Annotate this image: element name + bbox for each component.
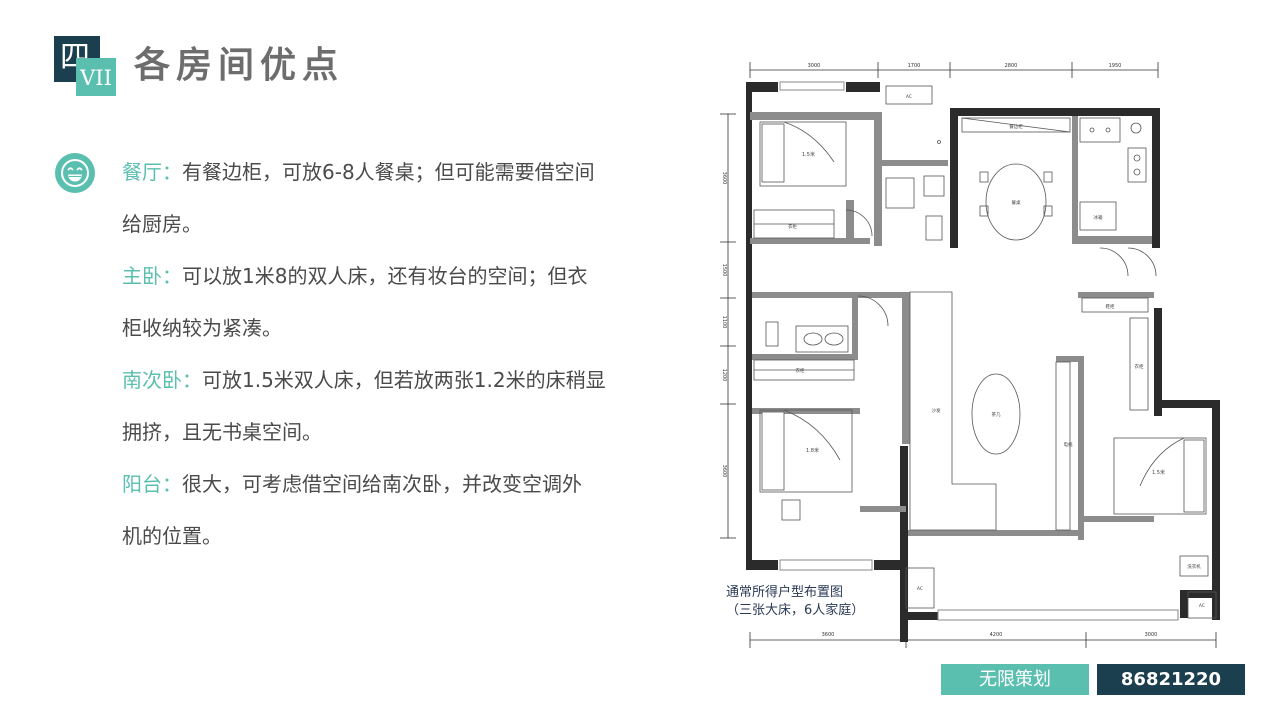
point-dining: 餐厅：有餐边柜，可放6-8人餐桌；但可能需要借空间 给厨房。 bbox=[122, 146, 642, 250]
sideboard-label: 餐边柜 bbox=[1009, 123, 1023, 130]
room-advantages-text: 餐厅：有餐边柜，可放6-8人餐桌；但可能需要借空间 给厨房。 主卧：可以放1米8… bbox=[122, 146, 642, 562]
point-line: 餐厅：有餐边柜，可放6-8人餐桌；但可能需要借空间 bbox=[122, 146, 642, 198]
section-badge: 四 VII bbox=[54, 36, 118, 98]
top-dimensions bbox=[749, 62, 1159, 78]
shoe-cabinet-label: 鞋柜 bbox=[1106, 303, 1115, 310]
point-master-bedroom: 主卧：可以放1米8的双人床，还有妆台的空间；但衣 柜收纳较为紧凑。 bbox=[122, 250, 642, 354]
floor-plan: 3000 1700 2800 1950 3600 1500 1100 1200 … bbox=[720, 62, 1220, 648]
dim-top-3: 2800 bbox=[1005, 63, 1018, 69]
living-room bbox=[909, 291, 1071, 531]
point-line: 给厨房。 bbox=[122, 212, 202, 236]
kitchen bbox=[1079, 117, 1147, 231]
point-label: 餐厅： bbox=[122, 160, 182, 184]
dim-bottom-2: 4200 bbox=[990, 632, 1003, 638]
point-line: 机的位置。 bbox=[122, 524, 222, 548]
point-text: 有餐边柜，可放6-8人餐桌；但可能需要借空间 bbox=[182, 160, 595, 184]
exterior-walls bbox=[746, 82, 1220, 642]
bathroom-upper bbox=[845, 140, 945, 241]
bed-label-upper: 1.5米 bbox=[802, 151, 815, 158]
dim-left-3: 1100 bbox=[721, 316, 727, 329]
bed-label-right: 1.5米 bbox=[1152, 469, 1165, 476]
wardrobe-label-right: 衣柜 bbox=[1135, 363, 1144, 370]
ac-units bbox=[885, 85, 1217, 619]
caption-line-1: 通常所得户型布置图 bbox=[726, 585, 844, 600]
point-line: 主卧：可以放1米8的双人床，还有妆台的空间；但衣 bbox=[122, 250, 642, 302]
tea-table-label: 茶几 bbox=[992, 411, 1001, 418]
bed-label-lower: 1.8米 bbox=[806, 447, 819, 454]
point-label: 南次卧： bbox=[122, 368, 202, 392]
point-line: 拥挤，且无书桌空间。 bbox=[122, 420, 322, 444]
bedroom-right bbox=[1081, 297, 1209, 577]
washer-label: 洗衣机 bbox=[1187, 563, 1201, 570]
point-line: 柜收纳较为紧凑。 bbox=[122, 316, 282, 340]
point-south-bedroom: 南次卧：可放1.5米双人床，但若放两张1.2米的床稍显 拥挤，且无书桌空间。 bbox=[122, 354, 642, 458]
badge-roman-numeral: VII bbox=[80, 66, 112, 90]
badge-teal-square: VII bbox=[76, 58, 116, 96]
brand-badge: 无限策划 bbox=[941, 664, 1089, 695]
point-label: 阳台： bbox=[122, 472, 182, 496]
bedroom-lower bbox=[753, 359, 855, 521]
bedroom-upper bbox=[753, 121, 847, 239]
dim-top-2: 1700 bbox=[908, 63, 921, 69]
point-label: 主卧： bbox=[122, 264, 182, 288]
tv-label: 电视 bbox=[1064, 441, 1073, 448]
point-text: 可放1.5米双人床，但若放两张1.2米的床稍显 bbox=[202, 368, 606, 392]
floorplan-caption: 通常所得户型布置图 （三张大床，6人家庭） bbox=[726, 584, 864, 620]
dim-left-4: 1200 bbox=[721, 369, 727, 382]
bathroom-middle bbox=[765, 247, 1157, 353]
phone-badge: 86821220 bbox=[1097, 664, 1245, 695]
left-dimensions bbox=[720, 113, 736, 539]
sofa-label: 沙发 bbox=[932, 407, 941, 414]
fridge-label: 冰箱 bbox=[1094, 214, 1103, 221]
dim-top-1: 3000 bbox=[808, 63, 821, 69]
ac-label-right: AC bbox=[1199, 603, 1205, 609]
dining-room bbox=[961, 117, 1071, 241]
ac-label-balcony: AC bbox=[917, 586, 923, 592]
smile-face-icon bbox=[55, 153, 95, 193]
ac-label-top: AC bbox=[906, 94, 912, 100]
wardrobe-label-lower: 衣柜 bbox=[796, 367, 805, 374]
dim-bottom-3: 3000 bbox=[1145, 632, 1158, 638]
point-text: 可以放1米8的双人床，还有妆台的空间；但衣 bbox=[182, 264, 588, 288]
page-title: 各房间优点 bbox=[134, 45, 345, 86]
dining-table-label: 餐桌 bbox=[1012, 199, 1021, 206]
caption-line-2: （三张大床，6人家庭） bbox=[726, 603, 865, 618]
point-text: 很大，可考虑借空间给南次卧，并改变空调外 bbox=[182, 472, 582, 496]
dim-left-1: 3600 bbox=[721, 172, 727, 185]
point-balcony: 阳台：很大，可考虑借空间给南次卧，并改变空调外 机的位置。 bbox=[122, 458, 642, 562]
dim-top-4: 1950 bbox=[1109, 63, 1122, 69]
dim-bottom-1: 3600 bbox=[822, 632, 835, 638]
wardrobe-label-upper: 衣柜 bbox=[788, 223, 797, 230]
point-line: 阳台：很大，可考虑借空间给南次卧，并改变空调外 bbox=[122, 458, 642, 510]
interior-walls bbox=[750, 112, 1154, 540]
dim-left-5: 3600 bbox=[721, 465, 727, 478]
dim-left-2: 1500 bbox=[721, 264, 727, 277]
point-line: 南次卧：可放1.5米双人床，但若放两张1.2米的床稍显 bbox=[122, 354, 642, 406]
windows bbox=[779, 81, 1179, 621]
